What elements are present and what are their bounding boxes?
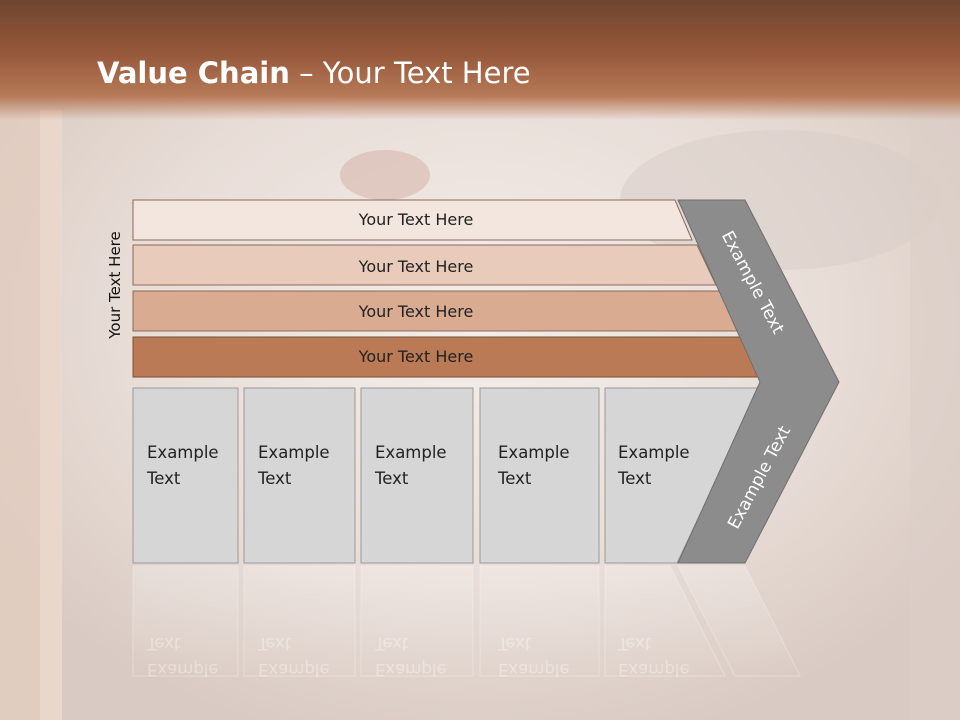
slide-title: Value Chain – Your Text Here [97,54,531,92]
cell-4-line1: Example [498,443,570,462]
cell-3-line1: Example [375,443,447,462]
title-bar [0,0,960,120]
bar-4: Your Text Here [132,336,764,378]
cell-5-box [604,387,761,564]
chevron-arrow [677,199,840,564]
title-bold: Value Chain [97,56,290,90]
reflection [132,565,801,677]
cell-4-line2: Text [498,469,532,488]
bar-2-label: Your Text Here [358,257,474,276]
cell-4-box [479,387,600,564]
cell-2-box [243,387,356,564]
cell-5-line1: Example [618,443,690,462]
cell-5-line2: Text [618,469,652,488]
cell-2-line1: Example [258,443,330,462]
bar-4-label: Your Text Here [358,347,474,366]
cell-2-line2: Text [258,469,292,488]
bar-3: Your Text Here [132,290,740,332]
cell-1-line2: Text [147,469,181,488]
title-rest: – Your Text Here [289,56,531,90]
cell-1-box [132,387,239,564]
bar-2: Your Text Here [132,244,717,286]
bar-1-label: Your Text Here [358,210,474,229]
cell-1-line1: Example [147,443,219,462]
bar-3-label: Your Text Here [358,302,474,321]
cell-3-line2: Text [375,469,409,488]
cell-boxes [132,387,761,564]
bar-1: Your Text Here [132,199,693,241]
cell-3-box [360,387,474,564]
